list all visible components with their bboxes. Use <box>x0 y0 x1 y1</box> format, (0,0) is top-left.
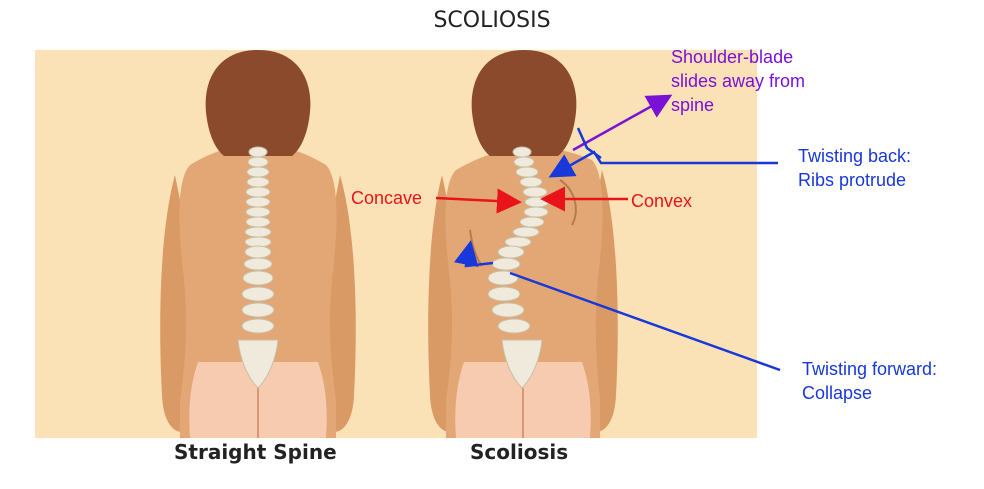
label-twisting-forward: Twisting forward: Collapse <box>802 359 938 403</box>
shoulder-blade-arrow <box>572 94 673 152</box>
diagram-title: SCOLIOSIS <box>433 8 551 33</box>
label-shoulder-blade: Shoulder-blade slides away from spine <box>671 47 806 115</box>
label-convex: Convex <box>631 191 693 211</box>
label-twisting-back: Twisting back: Ribs protrude <box>798 146 912 190</box>
caption-straight-spine: Straight Spine <box>174 440 337 464</box>
figure-scoliosis <box>428 50 618 438</box>
twisting-forward-arrow <box>509 271 781 372</box>
twisting-back-arrow <box>548 150 778 178</box>
caption-scoliosis: Scoliosis <box>470 440 569 464</box>
concave-arrow <box>435 188 522 214</box>
figure-straight-spine <box>160 50 356 438</box>
label-concave: Concave <box>351 188 423 208</box>
